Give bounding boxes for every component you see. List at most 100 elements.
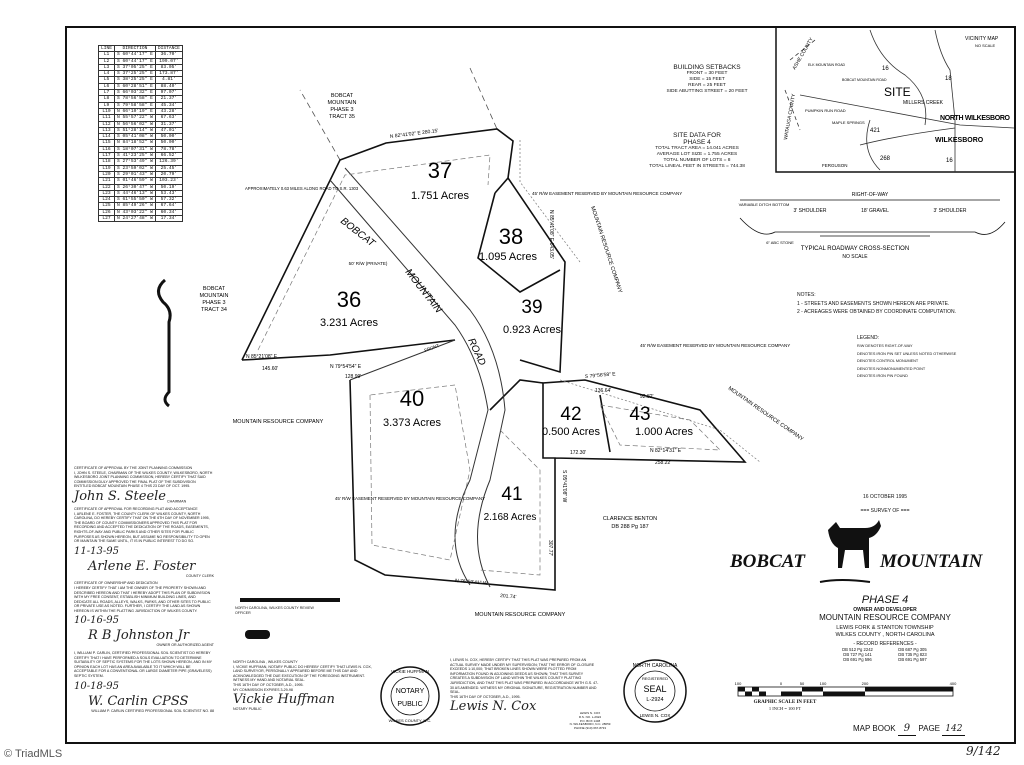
line-direction: S 26°30'47" W <box>114 183 156 191</box>
line-distance: 21.37' <box>154 95 183 103</box>
notary-date: THIS 16TH DAY OF OCTOBER, A.D., 1995. <box>233 682 304 687</box>
south-boundary <box>349 379 747 591</box>
line-direction: S 18°07'31" W <box>114 145 156 154</box>
easement-label: 45' R/W EASEMENT RESERVED BY MOUNTAIN RE… <box>640 343 790 348</box>
line-id: L8 <box>97 95 116 103</box>
lot-38-acres: 1.095 Acres <box>479 251 538 263</box>
line-id: L15 <box>97 139 116 147</box>
address-line: PHONE (910) 667-8733 <box>573 726 607 731</box>
bearing-label: N 79°54'54" E <box>330 364 362 370</box>
line-direction: S 23°59'02" W <box>114 164 156 172</box>
bearing-label: S 05°41'08" W <box>561 470 567 503</box>
address-line: N. WILKESBORO, N.C. 28659 <box>569 722 611 727</box>
line-distance: 83.05' <box>154 63 183 72</box>
lot-40-number: 40 <box>400 386 424 411</box>
site-data-line: TOTAL LINEAL FEET IN STREETS = 744.38 <box>649 164 745 169</box>
road-word-mountain: MOUNTAIN <box>403 267 445 316</box>
scale-tick: 200 <box>862 681 869 686</box>
lot-42-acres: 0.500 Acres <box>542 426 601 438</box>
lot-36-south-boundary <box>241 339 456 361</box>
route-18-shield: 18 <box>945 76 952 82</box>
redacted-stamp <box>240 598 340 639</box>
scale-tick: 50 <box>800 681 805 686</box>
setback-line: REAR = 25 FEET <box>688 83 726 88</box>
legend-item: R/W denotes RIGHT-OF-WAY <box>857 344 913 348</box>
record-ref: DB 512 Pg 2242 <box>842 647 873 652</box>
notes: NOTES: 1 - STREETS AND EASEMENTS SHOWN H… <box>797 292 1007 315</box>
lot-43-acres: 1.000 Acres <box>635 426 694 438</box>
scale-tick: 100 <box>820 681 827 686</box>
line-distance: 31.37' <box>154 120 183 128</box>
line-direction: S 66°03'32" E <box>114 89 156 97</box>
survey-of-label: === SURVEY OF === <box>860 508 910 514</box>
route-16-shield: 16 <box>946 158 953 164</box>
page-number: 142 <box>942 723 966 736</box>
vicinity-place: FERGUSON <box>822 163 848 168</box>
lot-labels: 37 1.751 Acres 38 1.095 Acres 39 0.923 A… <box>320 158 694 523</box>
line-distance: 17.34' <box>154 214 183 223</box>
surveyor-certificate: I, LEWIS N. COX, HEREBY CERTIFY THAT THI… <box>450 658 600 714</box>
bearing-label: 92.82' <box>640 394 654 400</box>
line-direction: S 38°25'25" E <box>114 76 156 84</box>
certificate-soils: I, WILLIAM P. CARLIN, CERTIFIED PROFESSI… <box>74 651 214 713</box>
setback-line: SIDE = 15 FEET <box>689 77 725 82</box>
line-distance: 36.70' <box>154 51 183 59</box>
route-421-shield: 421 <box>870 128 881 134</box>
certificate-body: I, ARLENE E. FOSTER, THE COUNTY CLERK OF… <box>74 511 210 544</box>
line-distance: 126.39' <box>154 158 183 166</box>
line-direction: S 41°23'25" W <box>114 152 156 160</box>
line-direction: N 85°49'26" W <box>114 202 156 210</box>
line-id: L5 <box>97 76 116 84</box>
record-ref: DB 735 Pg 823 <box>898 652 927 657</box>
area-labels: BOBCAT MOUNTAIN PHASE 3 TRACT 35 BOBCAT … <box>200 93 805 618</box>
adjoiner-clarence: CLARENCE BENTON <box>603 516 657 522</box>
line-id: L9 <box>97 101 116 109</box>
line-id: L10 <box>97 107 116 116</box>
line-id: L21 <box>97 177 116 185</box>
line-direction: S 60°28'51" E <box>114 82 156 91</box>
tract35-label: TRACT 35 <box>329 114 355 120</box>
bearing-label: N 82°14'31" E <box>650 448 682 454</box>
township: LEWIS FORK & STANTON TOWNSHIP <box>836 625 934 631</box>
legend-item: denotes NONMONUMENTED POINT <box>857 366 926 371</box>
owner-label: OWNER AND DEVELOPER <box>853 607 917 613</box>
certificate-date: 10-16-95 <box>74 615 119 627</box>
route-16-shield: 16 <box>882 66 889 72</box>
surveyor-seal-number: L-2924 <box>646 697 663 703</box>
signature: W. Carlin CPSS <box>88 693 189 709</box>
lot-39-number: 39 <box>521 297 542 318</box>
line-id: L11 <box>97 114 116 122</box>
bearing-label: N 85°41'08" E 143.05' <box>548 210 554 259</box>
line-id: L26 <box>97 208 116 217</box>
cross-row-label: RIGHT-OF-WAY <box>852 192 889 198</box>
lot-37-acres: 1.751 Acres <box>411 190 470 202</box>
map-book-label: MAP BOOK <box>853 724 896 733</box>
page-label: PAGE <box>918 724 941 733</box>
line-direction: N 43°03'22" W <box>114 208 156 217</box>
line-id: L27 <box>97 214 116 223</box>
line-direction: S 01°46'59" W <box>114 177 156 185</box>
lot-boundaries <box>241 128 747 591</box>
address-line: LEWIS N. COX <box>579 711 601 715</box>
signature: R B Johnston Jr <box>88 628 190 644</box>
tract34-label: BOBCAT <box>203 286 226 292</box>
scale-tick: 0 <box>780 681 783 686</box>
signature-label: WILLIAM P. CARLIN CERTIFIED PROFESSIONAL… <box>91 708 214 713</box>
notary-seal-top: VICKIE HUFFMAN <box>391 669 429 674</box>
review-officer: NORTH CAROLINA, WILKES COUNTY REVIEW OFF… <box>235 606 325 615</box>
lot-42-43-divider <box>599 394 611 453</box>
adjoiner-label: MOUNTAIN RESOURCE COMPANY <box>475 612 566 618</box>
line-distance: 50.19' <box>154 183 183 191</box>
line-distance: 88.40' <box>154 82 183 91</box>
legend-item: denotes CONTROL MONUMENT <box>857 359 919 363</box>
lot-41-number: 41 <box>501 484 522 505</box>
lot-38-39-divider <box>477 192 561 293</box>
address-line: R.S. No. L-2924 <box>578 714 602 719</box>
lot-41-acres: 2.168 Acres <box>484 512 537 523</box>
line-distance: 4.81' <box>154 76 183 84</box>
